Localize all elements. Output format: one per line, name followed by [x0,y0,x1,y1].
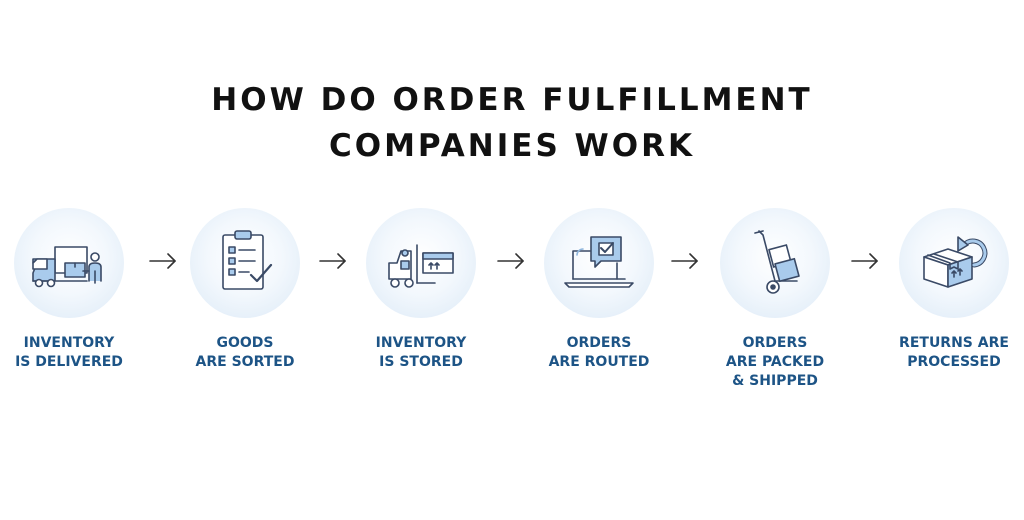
step-label: INVENTORY IS STORED [375,335,467,370]
step-label: INVENTORY IS DELIVERED [15,335,123,370]
clipboard-checklist-icon [222,230,273,290]
step-label: RETURNS ARE PROCESSED [899,335,1009,370]
step-inventory-stored: INVENTORY IS STORED [331,208,511,372]
page-title: HOW DO ORDER FULFILLMENT COMPANIES WORK [0,77,1024,169]
title-line-1: HOW DO ORDER FULFILLMENT [211,81,813,118]
arrow-right-icon [318,251,348,271]
step-circle [190,208,300,318]
step-inventory-delivered: INVENTORY IS DELIVERED [0,208,159,372]
step-returns-processed: RETURNS ARE PROCESSED [864,208,1024,372]
laptop-message-icon [564,236,634,288]
step-circle [899,208,1009,318]
step-circle [366,208,476,318]
arrow-right-icon [670,251,700,271]
step-label: ORDERS ARE ROUTED [548,335,650,370]
step-circle [544,208,654,318]
step-label: GOODS ARE SORTED [195,335,295,370]
step-label: ORDERS ARE PACKED & SHIPPED [725,335,825,389]
step-orders-packed-shipped: ORDERS ARE PACKED & SHIPPED [685,208,865,391]
delivery-truck-icon [32,246,102,288]
step-circle [14,208,124,318]
arrow-right-icon [850,251,880,271]
arrow-right-icon [496,251,526,271]
title-line-2: COMPANIES WORK [328,127,696,164]
return-box-icon [923,236,988,288]
arrow-right-icon [148,251,178,271]
step-orders-routed: ORDERS ARE ROUTED [509,208,689,372]
step-goods-sorted: GOODS ARE SORTED [155,208,335,372]
forklift-icon [388,244,454,288]
hand-truck-icon [754,230,800,294]
step-circle [720,208,830,318]
